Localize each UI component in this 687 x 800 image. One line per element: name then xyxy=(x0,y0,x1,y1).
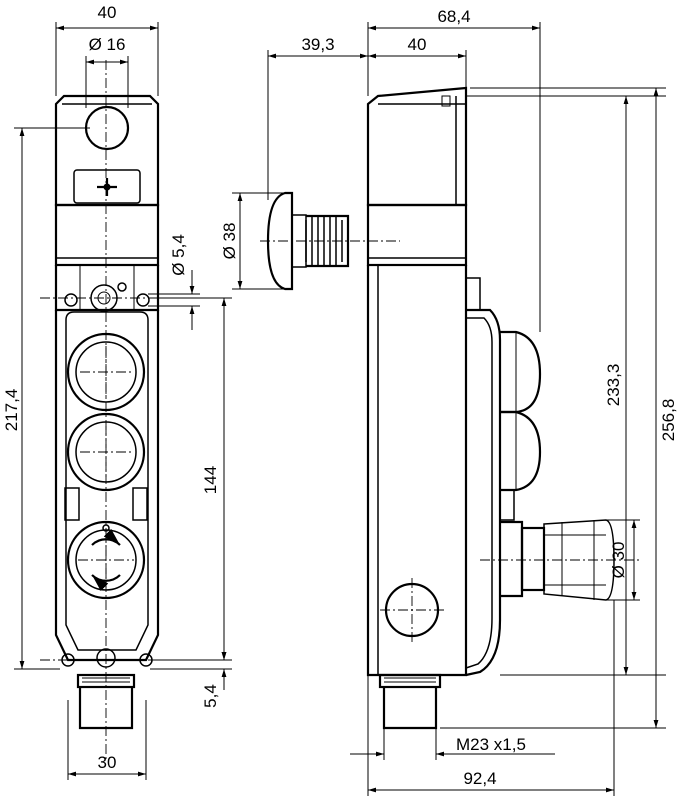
dim-height-inner: 233,3 xyxy=(604,364,623,407)
dim-hole-spacing: 144 xyxy=(201,466,220,494)
side-dimensions: 68,4 39,3 40 Ø 38 233,3 256,8 Ø 30 xyxy=(220,7,678,796)
side-view xyxy=(260,86,640,730)
dim-side-top-total: 68,4 xyxy=(437,7,470,26)
top-button-icon xyxy=(84,105,130,151)
front-view xyxy=(40,60,170,760)
dim-bottom-offset: 5,4 xyxy=(201,684,220,708)
dim-actuator-diameter: Ø 38 xyxy=(220,223,239,260)
dim-front-width: 40 xyxy=(98,3,117,22)
dim-hole-diameter: Ø 5,4 xyxy=(169,234,188,276)
dim-side-top-left: 39,3 xyxy=(301,35,334,54)
dim-connector-width: 30 xyxy=(98,753,117,772)
front-dimensions: 40 Ø 16 217,4 Ø 5,4 144 5,4 30 xyxy=(2,3,232,780)
dim-side-connector-diameter: Ø 30 xyxy=(609,542,628,579)
dim-front-height: 217,4 xyxy=(2,389,21,432)
dim-height-total: 256,8 xyxy=(659,399,678,442)
dim-thread: M23 x1,5 xyxy=(456,735,526,754)
dim-depth-total: 92,4 xyxy=(463,769,496,788)
key-symbol-icon xyxy=(97,178,117,196)
dim-side-top-right: 40 xyxy=(408,35,427,54)
dim-button-diameter: Ø 16 xyxy=(89,35,126,54)
